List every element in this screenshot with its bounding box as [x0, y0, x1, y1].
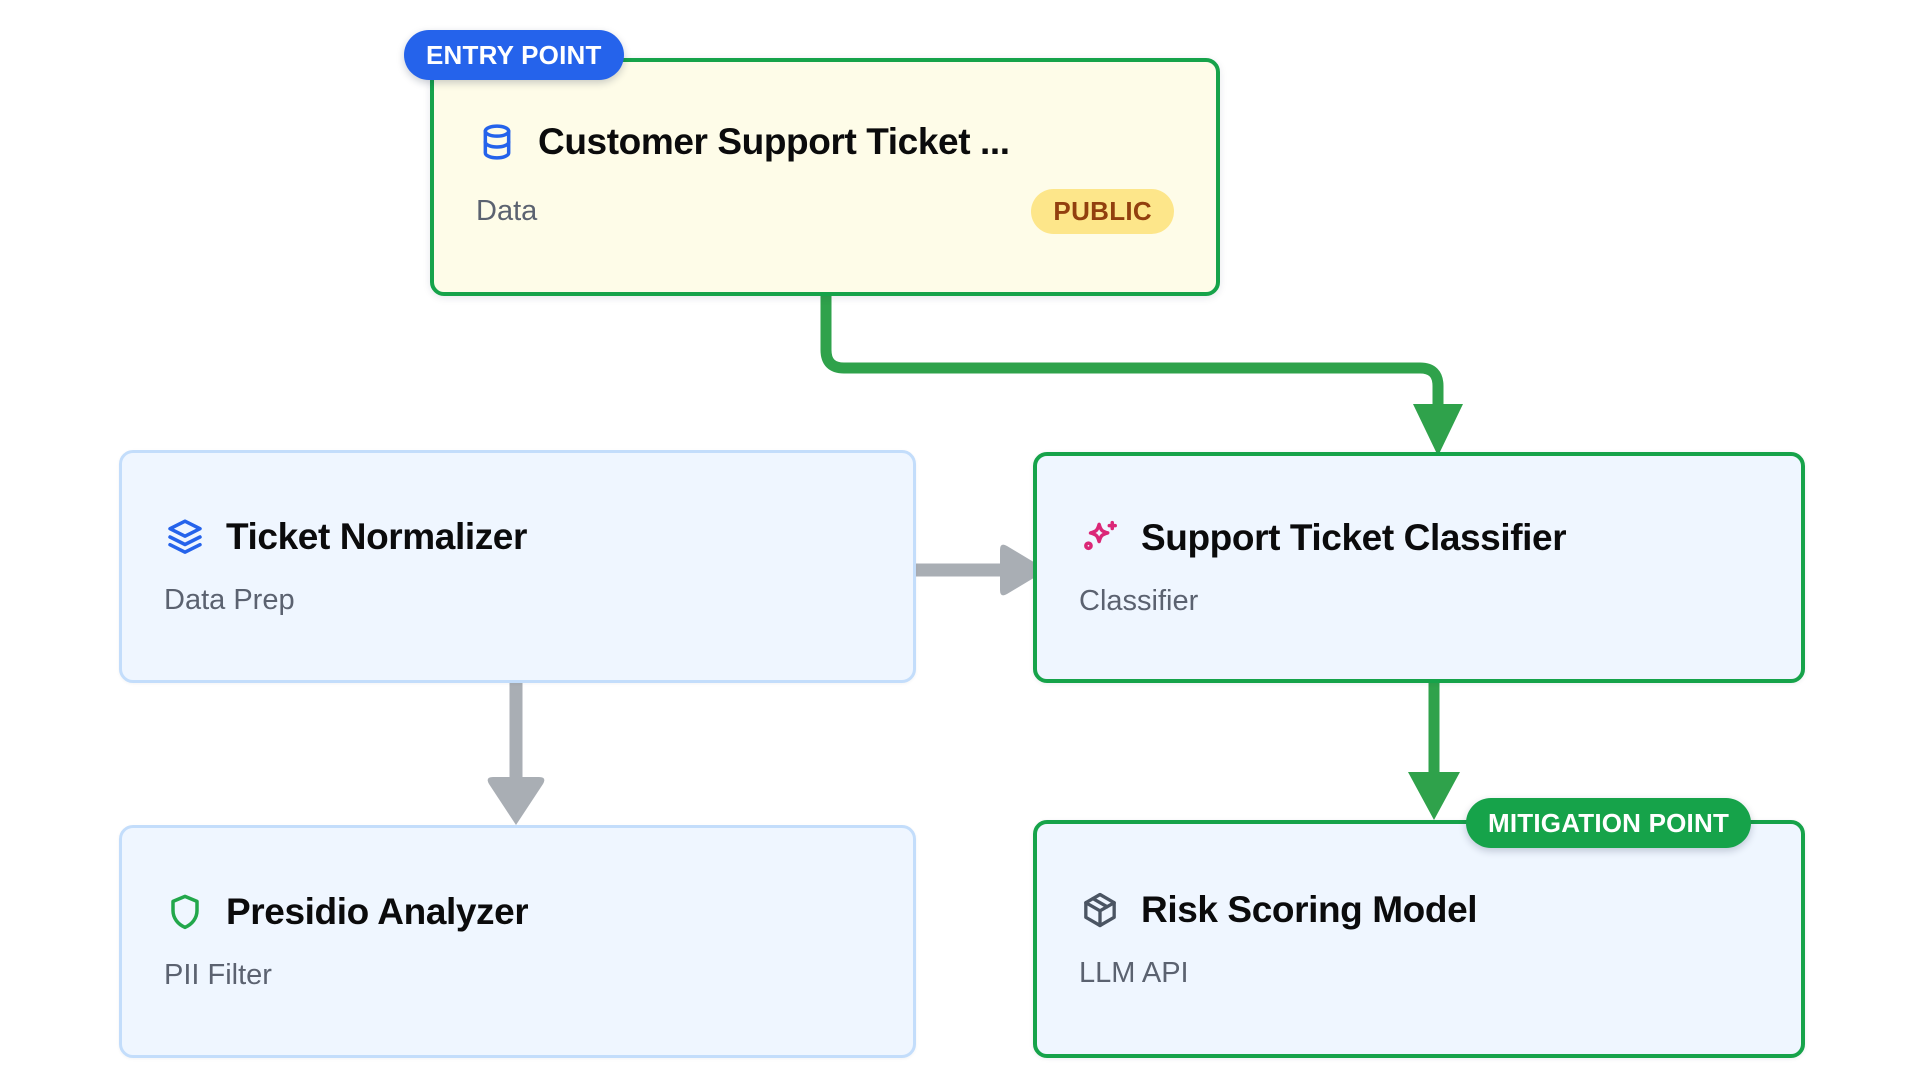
node-header: Support Ticket Classifier [1079, 517, 1759, 559]
node-subtitle: Data [476, 194, 538, 227]
node-title: Risk Scoring Model [1141, 888, 1478, 930]
node-title: Ticket Normalizer [226, 516, 527, 557]
edge-classifier-to-risk [1408, 683, 1460, 820]
node-risk-scoring-model[interactable]: Risk Scoring Model LLM API [1033, 820, 1805, 1058]
sparkles-icon [1079, 517, 1121, 559]
node-footer: Data Prep [164, 584, 871, 617]
node-customer-support-ticket[interactable]: Customer Support Ticket ... Data PUBLIC [430, 58, 1220, 296]
node-title: Support Ticket Classifier [1141, 517, 1567, 558]
package-icon [1079, 889, 1121, 931]
edge-normalizer-to-classifier [916, 544, 1047, 596]
status-badge-public: PUBLIC [1031, 188, 1174, 234]
node-header: Risk Scoring Model [1079, 889, 1759, 931]
node-header: Presidio Analyzer [164, 891, 871, 933]
node-footer: Classifier [1079, 585, 1759, 618]
node-subtitle: PII Filter [164, 959, 272, 991]
node-title: Customer Support Ticket ... [538, 120, 1010, 162]
node-footer: Data PUBLIC [476, 188, 1174, 234]
layers-icon [164, 516, 206, 558]
node-header: Ticket Normalizer [164, 516, 871, 558]
node-footer: LLM API [1079, 957, 1759, 990]
node-support-ticket-classifier[interactable]: Support Ticket Classifier Classifier [1033, 452, 1805, 683]
node-presidio-analyzer[interactable]: Presidio Analyzer PII Filter [119, 825, 916, 1058]
node-ticket-normalizer[interactable]: Ticket Normalizer Data Prep [119, 450, 916, 683]
node-subtitle: LLM API [1079, 956, 1189, 989]
node-title: Presidio Analyzer [226, 891, 529, 932]
node-header: Customer Support Ticket ... [476, 121, 1174, 163]
node-subtitle: Classifier [1079, 585, 1199, 617]
node-footer: PII Filter [164, 959, 871, 992]
database-icon [476, 121, 518, 163]
node-subtitle: Data Prep [164, 584, 295, 616]
shield-icon [164, 891, 206, 933]
edge-normalizer-to-presidio [487, 683, 545, 825]
marker-mitigation-point[interactable]: MITIGATION POINT [1466, 798, 1752, 848]
marker-entry-point[interactable]: ENTRY POINT [404, 30, 624, 80]
edge-entry-to-classifier [820, 290, 1463, 456]
